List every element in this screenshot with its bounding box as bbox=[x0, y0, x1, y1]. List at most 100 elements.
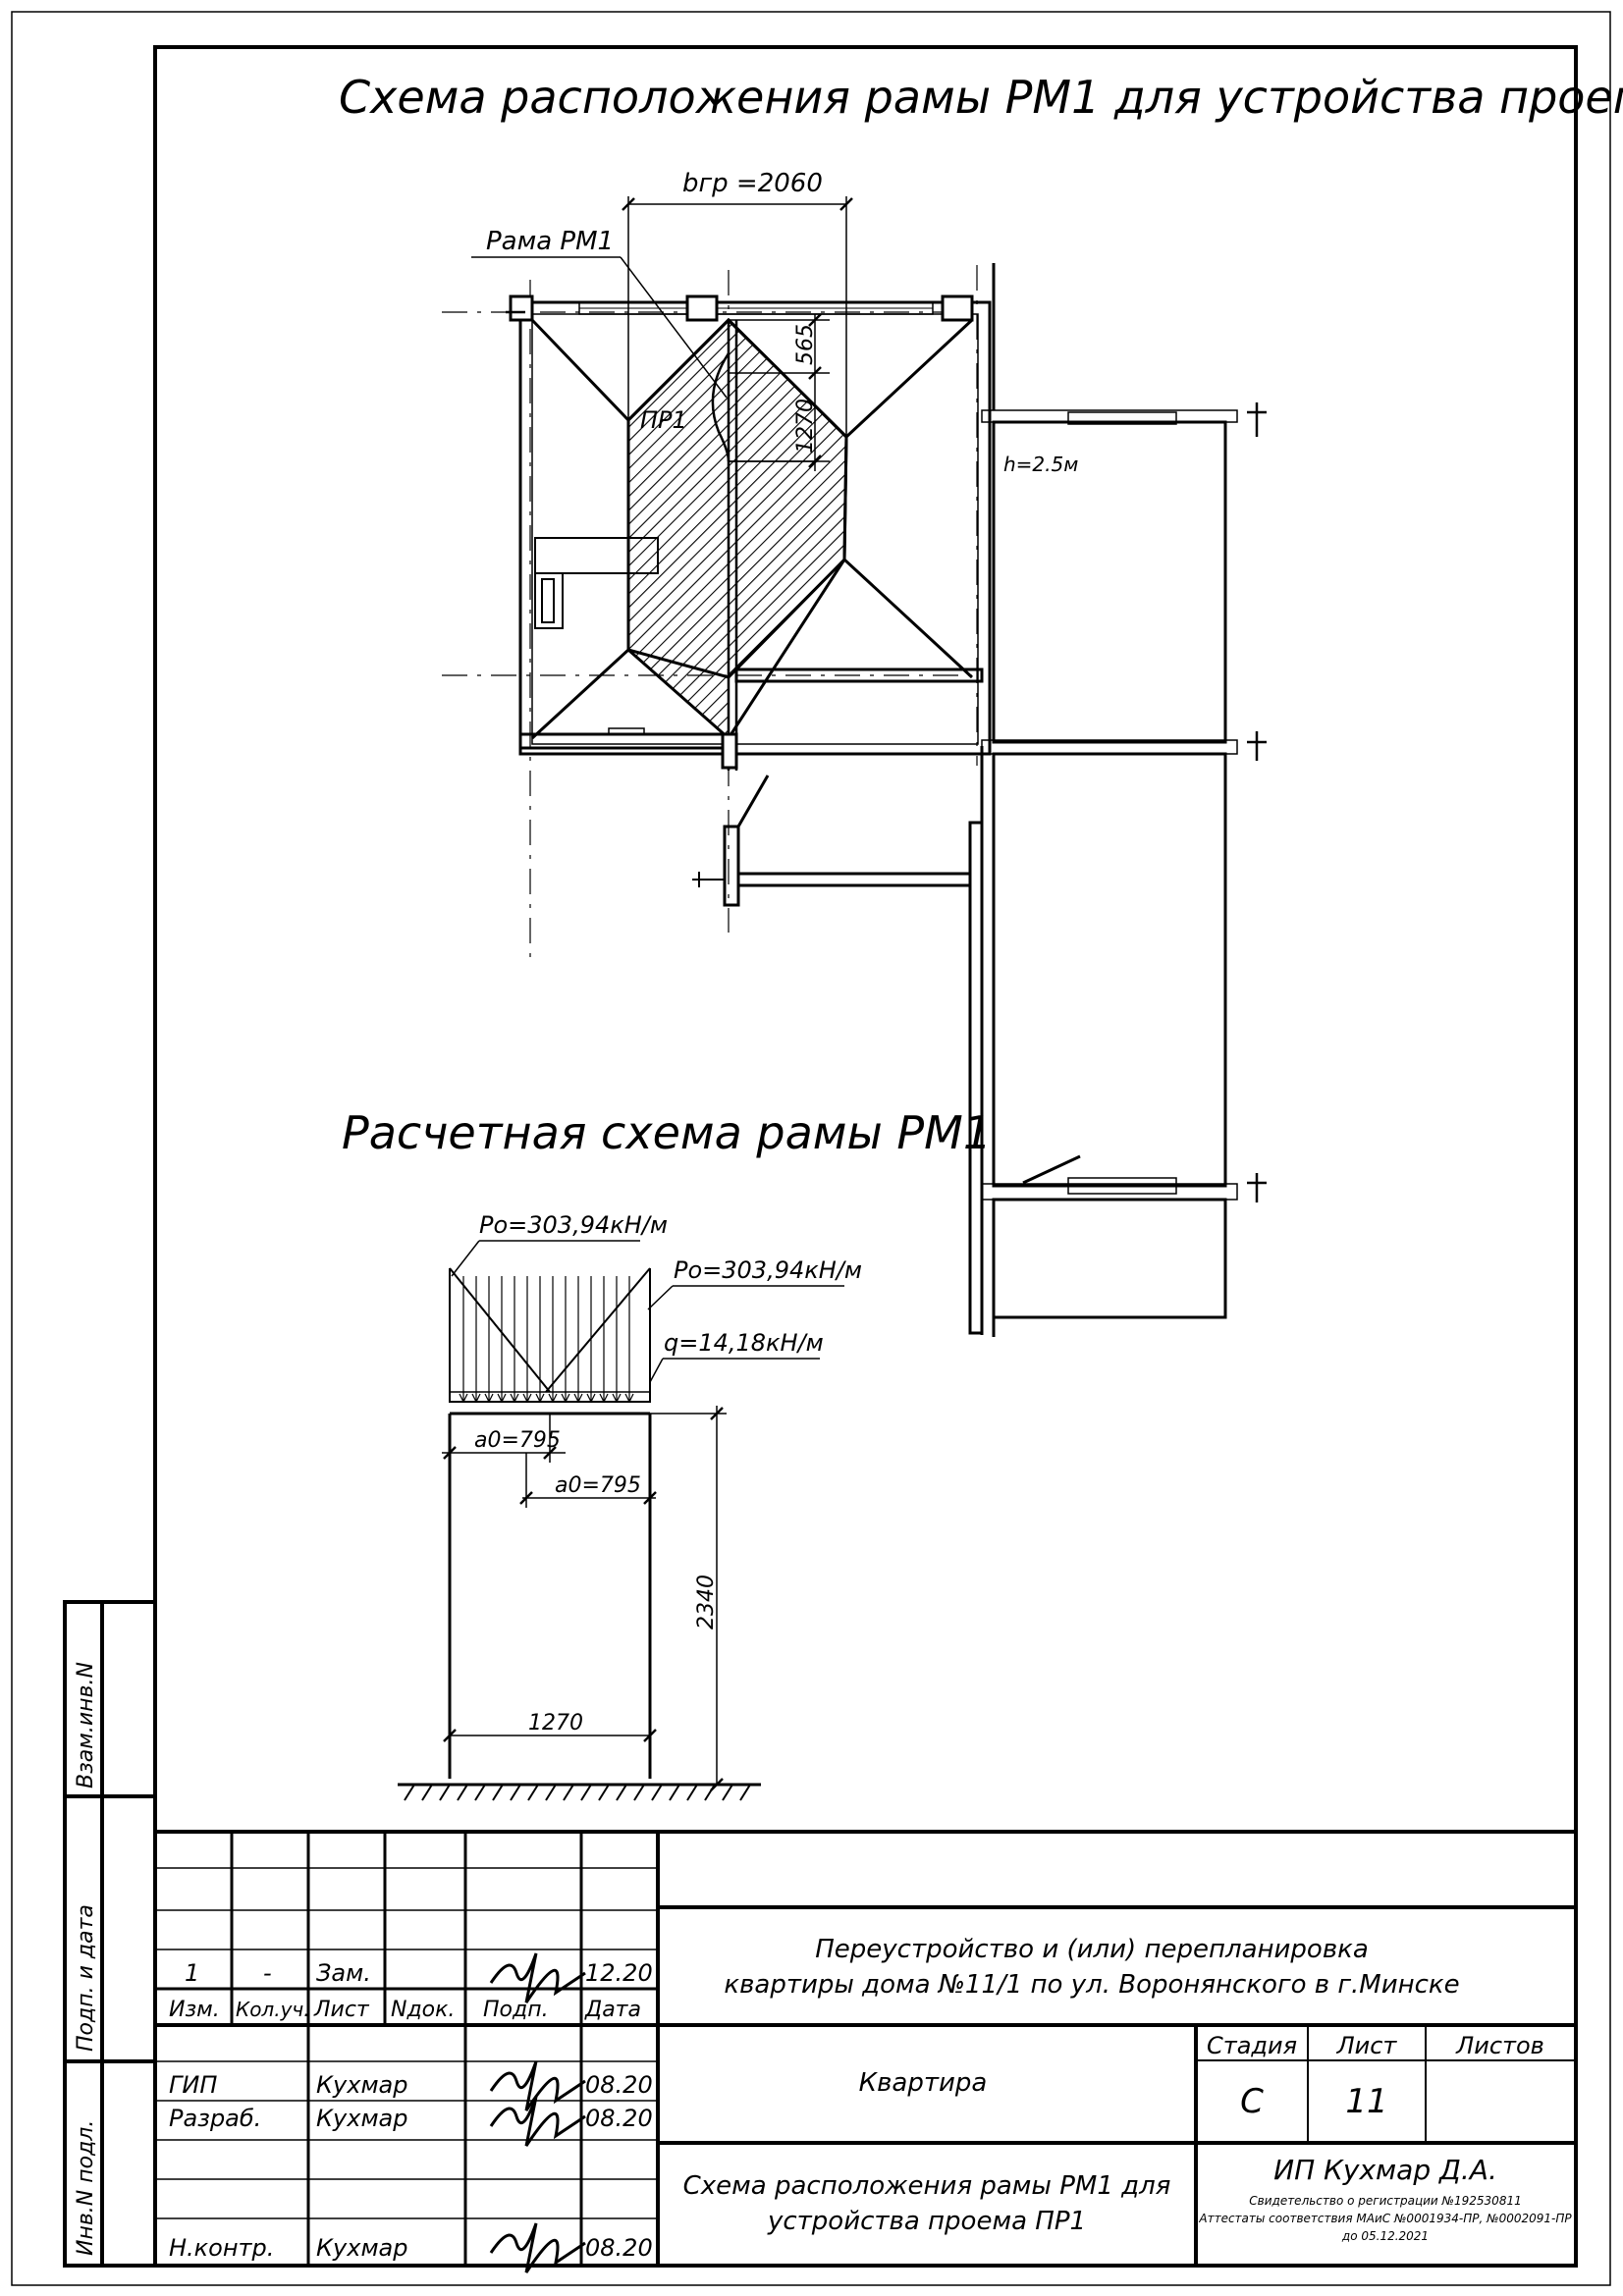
ground-hatch-stroke bbox=[421, 1784, 433, 1801]
plan-title: Схема расположения рамы РМ1 для устройст… bbox=[339, 71, 1623, 124]
role-nkontr: Н.контр. bbox=[169, 2234, 274, 2262]
name-nkontr: Кухмар bbox=[316, 2234, 408, 2262]
ground-hatch-stroke bbox=[492, 1784, 504, 1801]
podp-label: Подп. и дата bbox=[74, 1904, 98, 2052]
signature-marks bbox=[489, 1952, 586, 2273]
right-rooms bbox=[980, 263, 1238, 1337]
ground-hatch-stroke bbox=[633, 1784, 645, 1801]
ground-hatch-stroke bbox=[545, 1784, 557, 1801]
span-label: 1270 bbox=[528, 1711, 583, 1735]
load-diagram bbox=[449, 1267, 651, 1403]
ground-hatch-stroke bbox=[739, 1784, 751, 1801]
role-gip: ГИП bbox=[169, 2071, 217, 2099]
ground-hatch-stroke bbox=[439, 1784, 451, 1801]
load-arrows bbox=[459, 1276, 634, 1404]
ground-hatch-stroke bbox=[404, 1784, 415, 1801]
load-q-label: q=14,18кН/м bbox=[664, 1329, 824, 1357]
hdr-date: Дата bbox=[584, 1998, 641, 2022]
rev-date: 12.20 bbox=[585, 1959, 653, 1987]
frame-leader bbox=[471, 256, 728, 399]
ground-hatch-stroke bbox=[563, 1784, 574, 1801]
hdr-list: Лист bbox=[313, 1998, 370, 2022]
load-arrow-head bbox=[586, 1393, 596, 1404]
cert-line1: Свидетельство о регистрации №192530811 bbox=[1249, 2194, 1521, 2208]
sheet-frame bbox=[11, 11, 1611, 2286]
load-arrow-head bbox=[548, 1393, 558, 1404]
room-fixtures bbox=[534, 537, 659, 629]
span-dimension bbox=[443, 1729, 657, 1742]
project-line2: квартиры дома №11/1 по ул. Воронянского … bbox=[724, 1970, 1459, 2000]
rev-list: Зам. bbox=[316, 1959, 371, 1987]
corridor bbox=[692, 774, 1081, 1335]
width-dimension bbox=[622, 196, 853, 437]
load-arrow-head bbox=[561, 1393, 570, 1404]
opening-label: ПР1 bbox=[640, 406, 687, 434]
floor-plan: bгр =2060 Рама РМ1 ПР1 565 1270 h=2.5м bbox=[442, 169, 1267, 1337]
cert-line3: до 05.12.2021 bbox=[1341, 2229, 1429, 2243]
company-name: ИП Кухмар Д.А. bbox=[1273, 2154, 1497, 2186]
hdr-podp: Подп. bbox=[483, 1998, 549, 2022]
ground-hatch-stroke bbox=[598, 1784, 610, 1801]
load-leaders bbox=[451, 1240, 844, 1383]
a0-left-label: а0=795 bbox=[474, 1428, 561, 1453]
calc-title: Расчетная схема рамы РМ1 bbox=[342, 1106, 992, 1159]
load-arrow-head bbox=[612, 1393, 622, 1404]
stage-value: С bbox=[1240, 2082, 1264, 2121]
ground-hatch-stroke bbox=[722, 1784, 733, 1801]
dim-1270: 1270 bbox=[793, 399, 818, 454]
hdr-kol: Кол.уч. bbox=[236, 1998, 310, 2021]
name-gip: Кухмар bbox=[316, 2071, 408, 2099]
inv-label: Инв.N подл. bbox=[74, 2120, 98, 2256]
vertical-dimensions bbox=[729, 313, 830, 471]
ground-hatch-stroke bbox=[527, 1784, 539, 1801]
load-arrow-head bbox=[624, 1393, 634, 1404]
rev-kol: - bbox=[263, 1959, 272, 1987]
load-arrow-head bbox=[510, 1393, 519, 1404]
ground-hatch-stroke bbox=[510, 1784, 521, 1801]
date-gip: 08.20 bbox=[585, 2071, 653, 2099]
load-arrow-head bbox=[459, 1393, 468, 1404]
ground-hatch-stroke bbox=[669, 1784, 680, 1801]
stage-header: Стадия bbox=[1207, 2032, 1297, 2059]
a0-right-label: а0=795 bbox=[555, 1473, 641, 1498]
load-arrow-head bbox=[535, 1393, 545, 1404]
ground-hatch-stroke bbox=[457, 1784, 468, 1801]
project-line1: Переустройство и (или) перепланировка bbox=[815, 1935, 1369, 1964]
sheets-header: Листов bbox=[1455, 2032, 1544, 2059]
name-razrab: Кухмар bbox=[316, 2105, 408, 2132]
bottom-walls bbox=[518, 667, 984, 770]
load-right-label: Po=303,94кН/м bbox=[674, 1256, 862, 1284]
title-block: 1 - Зам. 12.20 Изм. Кол.уч. Лист Nдок. П… bbox=[155, 1830, 1576, 2273]
sheet-value: 11 bbox=[1345, 2082, 1387, 2121]
ceiling-height-label: h=2.5м bbox=[1003, 453, 1078, 476]
object-name: Квартира bbox=[859, 2068, 988, 2098]
role-razrab: Разраб. bbox=[169, 2105, 261, 2132]
hdr-izm: Изм. bbox=[169, 1998, 220, 2022]
date-razrab: 08.20 bbox=[585, 2105, 653, 2132]
load-arrow-head bbox=[484, 1393, 494, 1404]
load-arrow-head bbox=[471, 1393, 481, 1404]
sheet-title-line2: устройства проема ПР1 bbox=[767, 2207, 1086, 2236]
ground-hatch-stroke bbox=[651, 1784, 663, 1801]
main-room-walls bbox=[509, 294, 992, 756]
date-nkontr: 08.20 bbox=[585, 2234, 653, 2262]
ground-hatch-stroke bbox=[686, 1784, 698, 1801]
ground-hatch bbox=[404, 1784, 751, 1801]
width-label: bгр =2060 bbox=[682, 169, 823, 198]
height-label: 2340 bbox=[694, 1575, 719, 1629]
axis-ticks bbox=[506, 310, 1267, 1202]
sheet-title-line1: Схема расположения рамы РМ1 для bbox=[683, 2171, 1171, 2201]
load-arrow-head bbox=[599, 1393, 609, 1404]
frame-label: Рама РМ1 bbox=[486, 227, 614, 256]
load-arrow-head bbox=[497, 1393, 507, 1404]
side-stamp: Взам.инв.N Подп. и дата Инв.N подл. bbox=[63, 1600, 155, 2268]
cert-line2: Аттестаты соответствия МАиС №0001934-ПР,… bbox=[1198, 2212, 1572, 2225]
calc-scheme: Po=303,94кН/м Po=303,94кН/м q=14,18кН/м … bbox=[398, 1211, 862, 1801]
ground-hatch-stroke bbox=[616, 1784, 627, 1801]
a0-dimensions bbox=[442, 1414, 657, 1508]
load-arrow-head bbox=[522, 1393, 532, 1404]
sheet-header: Лист bbox=[1336, 2032, 1398, 2059]
ground-hatch-stroke bbox=[474, 1784, 486, 1801]
ground-hatch-stroke bbox=[580, 1784, 592, 1801]
rev-izm: 1 bbox=[185, 1959, 199, 1987]
